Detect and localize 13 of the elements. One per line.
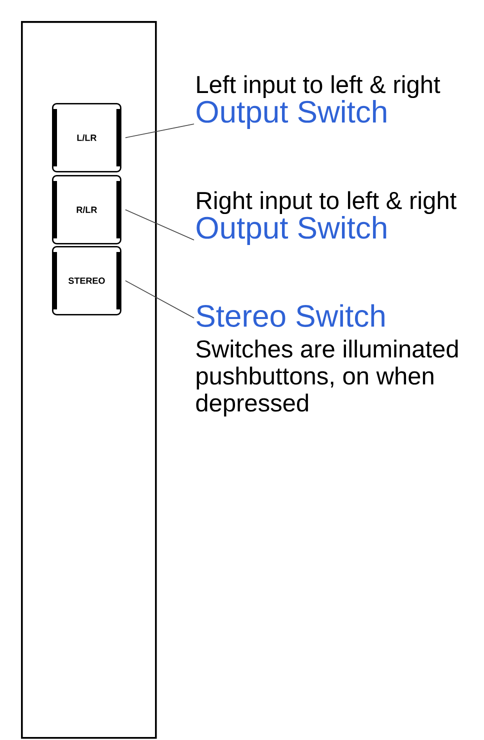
callout-text: Switches are illuminated pushbuttons, on when depressed bbox=[196, 340, 458, 416]
callout-text: Right input to left & right bbox=[197, 191, 456, 214]
leader-line bbox=[125, 209, 194, 240]
panel bbox=[21, 21, 157, 739]
callout-text: Left input to left & right bbox=[197, 75, 440, 98]
push-button: STEREO bbox=[52, 246, 122, 316]
callout-title: Output Switch bbox=[196, 216, 386, 245]
callout-title: Output Switch bbox=[196, 100, 386, 129]
callout-title: Stereo Switch bbox=[196, 304, 384, 327]
leader-line bbox=[125, 280, 194, 318]
push-button: L/LR bbox=[52, 103, 122, 172]
leader-line bbox=[125, 124, 194, 138]
push-button: R/LR bbox=[52, 175, 122, 244]
